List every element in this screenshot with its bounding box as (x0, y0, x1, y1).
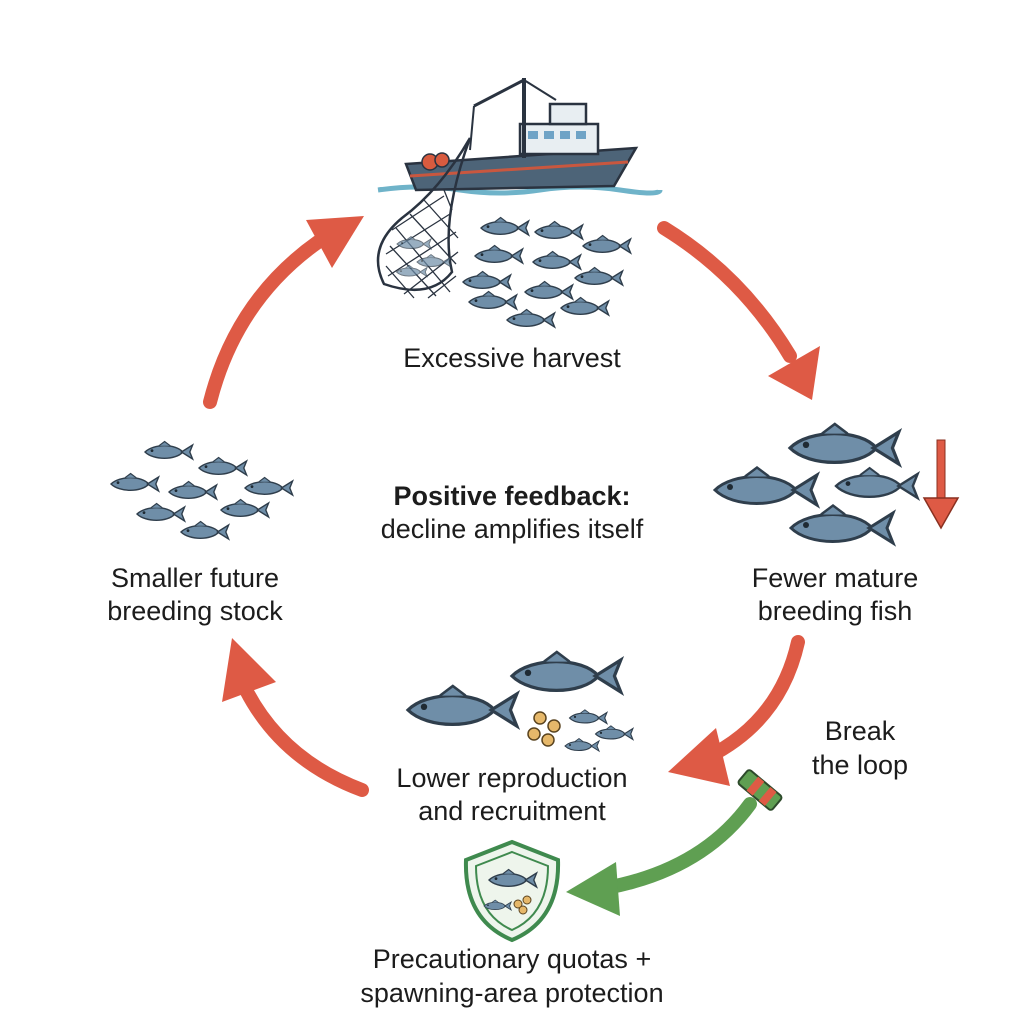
arrow-harvest-to-fewer (657, 221, 820, 400)
small-fish-school-icon (110, 440, 294, 540)
fishing-boat-icon (377, 78, 663, 196)
fish-eggs-icon (527, 711, 561, 747)
net-icon (376, 137, 472, 299)
center-title: Positive feedback: (393, 481, 631, 511)
break-line2: the loop (811, 750, 909, 780)
intervention-caption: Precautionary quotas + spawning-area pro… (312, 942, 712, 1010)
arrow-lower-to-smaller (222, 638, 369, 797)
down-arrow-icon (922, 439, 960, 530)
lower-label-line2: and recruitment (418, 796, 606, 826)
smaller-label-line1: Smaller future (110, 563, 280, 593)
mature-fish-icon (713, 422, 919, 545)
node-lower-reproduction: Lower reproduction and recruitment (362, 762, 662, 828)
fewer-label-line2: breeding fish (757, 596, 913, 626)
arrow-fewer-to-lower (668, 635, 805, 786)
smaller-label-line2: breeding stock (107, 596, 283, 626)
intervention-arrow (566, 797, 757, 916)
break-the-loop-label: Break the loop (790, 714, 930, 782)
harvest-label: Excessive harvest (403, 343, 621, 373)
fish-school-icon (462, 216, 632, 328)
center-caption: Positive feedback: decline amplifies its… (330, 480, 694, 546)
center-subtitle: decline amplifies itself (380, 514, 644, 544)
arrow-smaller-to-harvest (203, 216, 364, 409)
solution-line2: spawning-area protection (360, 978, 664, 1008)
shield-icon (463, 839, 561, 943)
solution-line1: Precautionary quotas + (372, 944, 652, 974)
node-excessive-harvest: Excessive harvest (362, 342, 662, 375)
spawning-fish-icon (406, 650, 634, 752)
node-smaller-breeding-stock: Smaller future breeding stock (60, 562, 330, 628)
node-fewer-mature-fish: Fewer mature breeding fish (700, 562, 970, 628)
break-marker-icon (737, 769, 783, 811)
lower-label-line1: Lower reproduction (396, 763, 628, 793)
fewer-label-line1: Fewer mature (751, 563, 919, 593)
break-line1: Break (824, 716, 896, 746)
